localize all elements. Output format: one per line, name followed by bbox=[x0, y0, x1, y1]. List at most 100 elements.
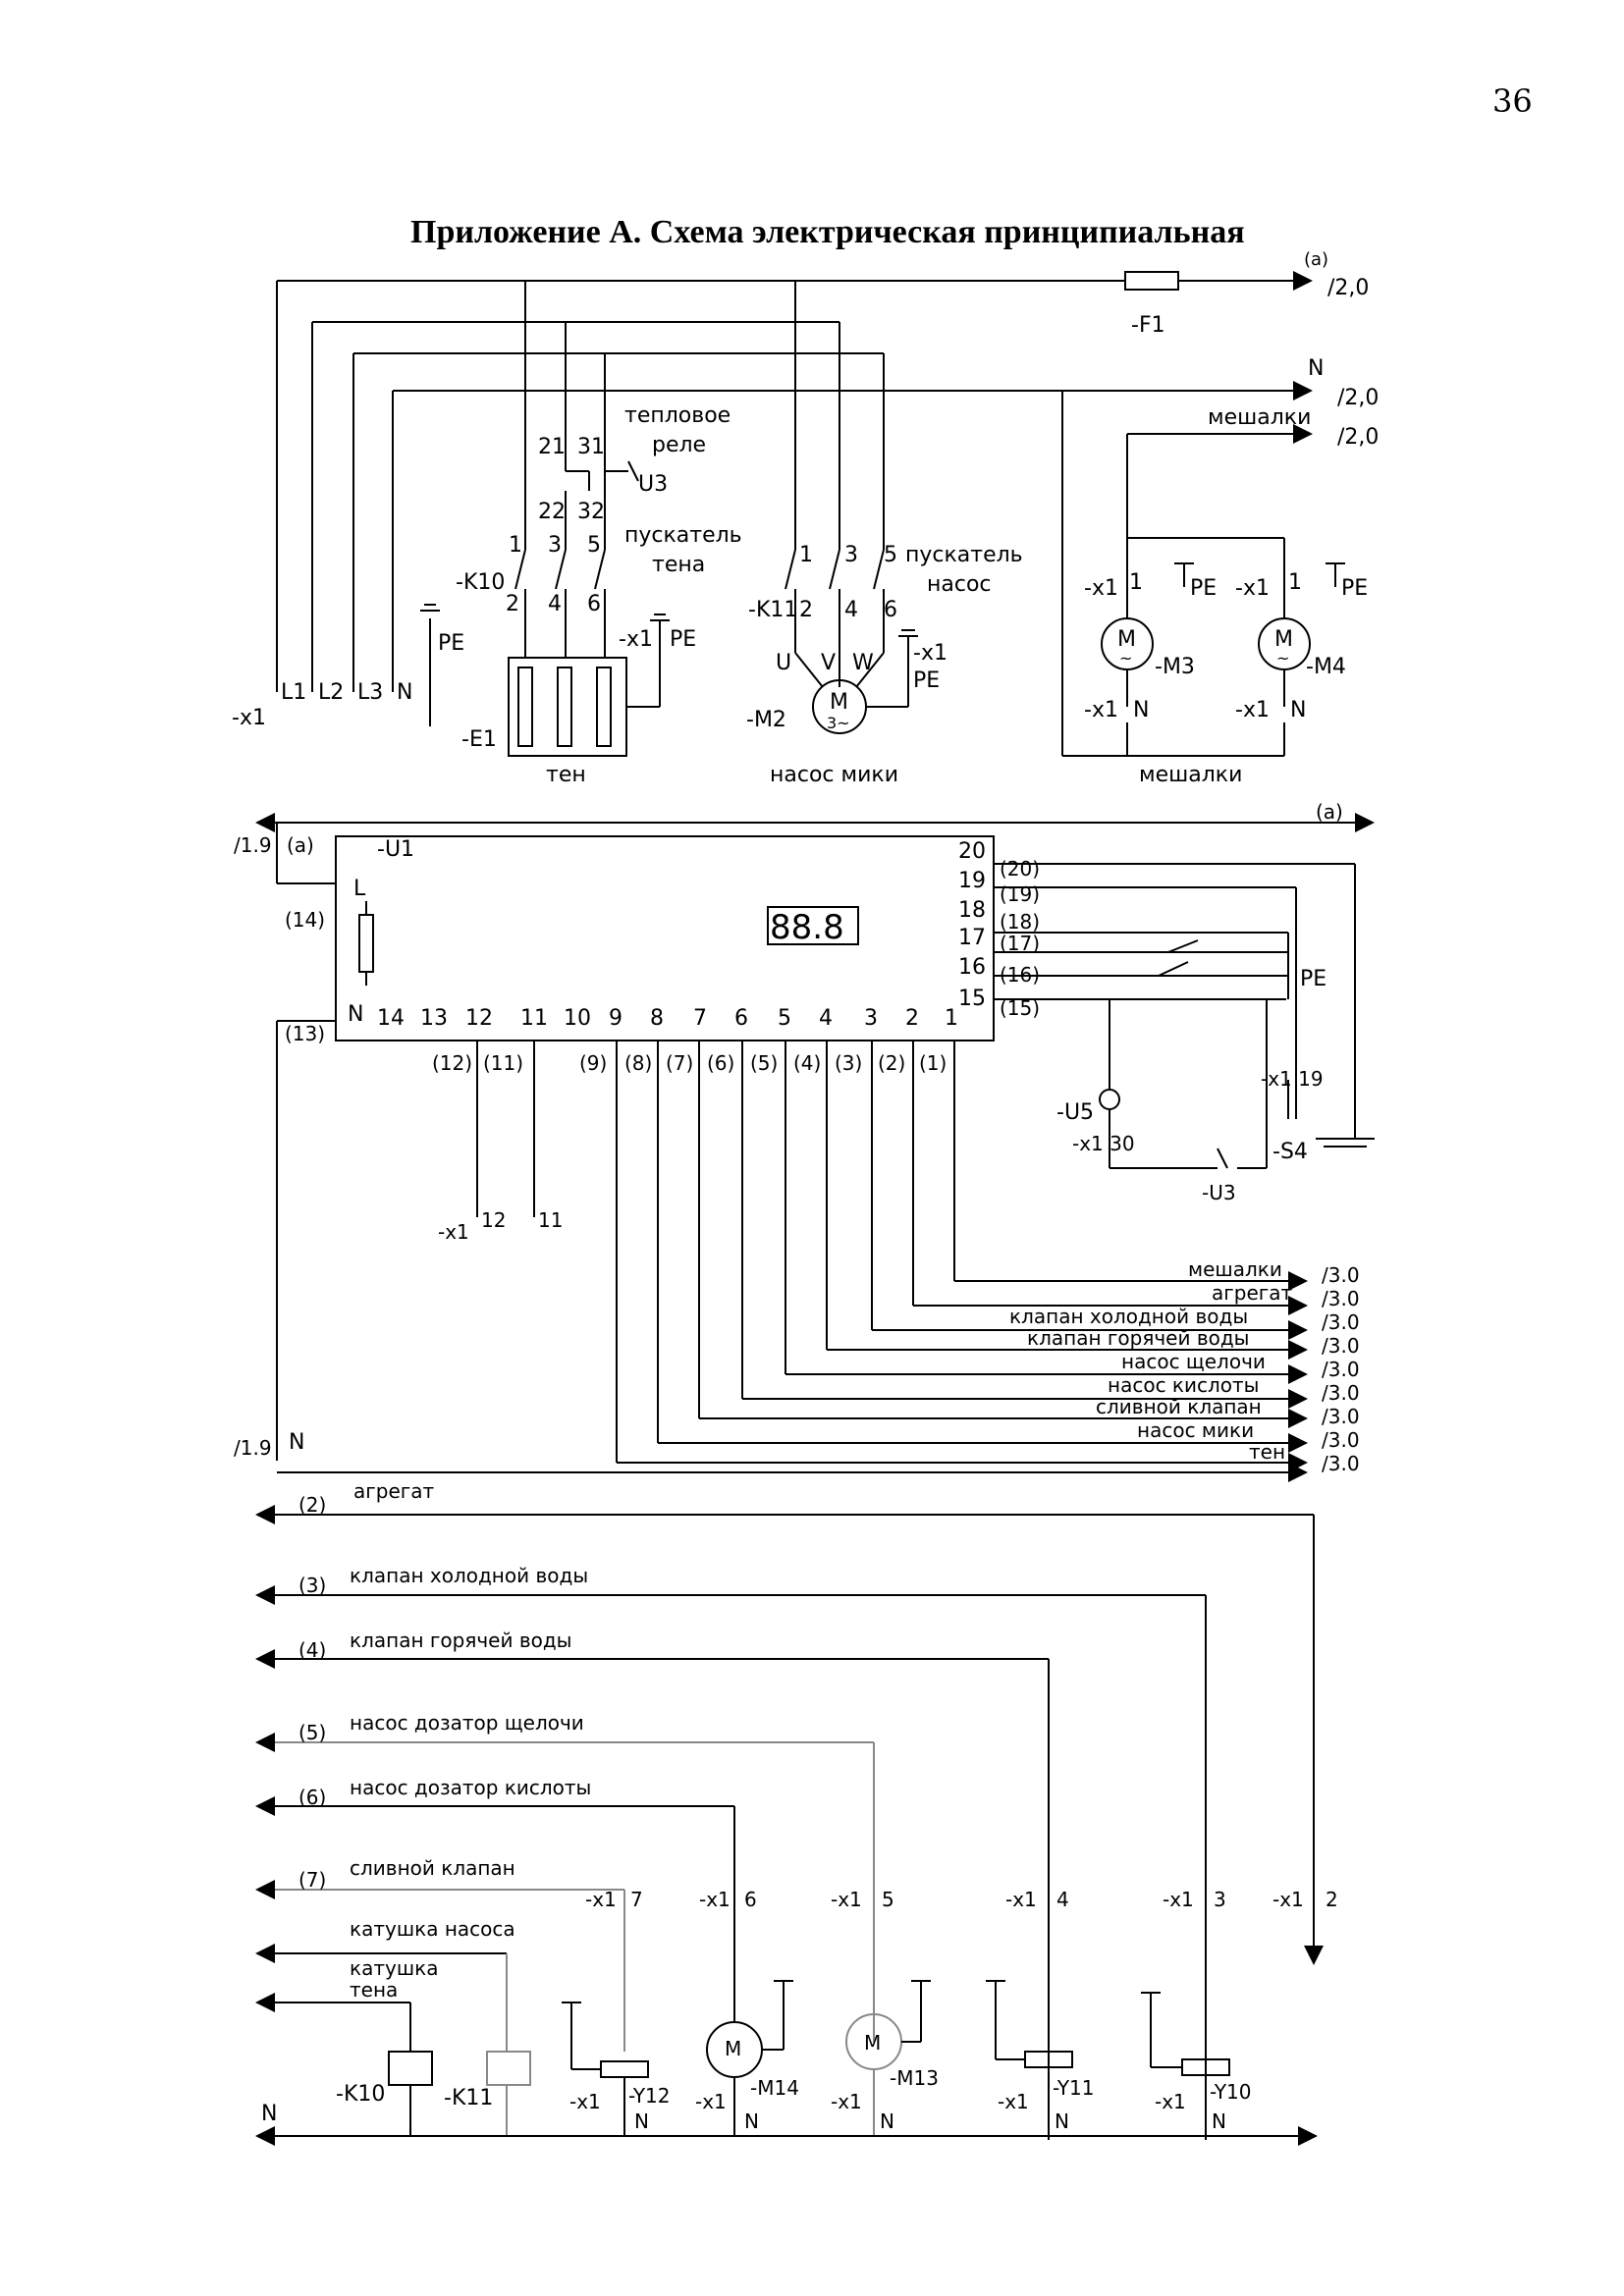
ref-19-top: /1.9 bbox=[234, 833, 272, 857]
k11-c1: 1 bbox=[799, 543, 813, 567]
coil-pump-label: катушка насоса bbox=[350, 1917, 515, 1941]
t4: 4 bbox=[1056, 1888, 1069, 1911]
k10-c4: 4 bbox=[548, 592, 562, 616]
ref-20-a: /2,0 bbox=[1327, 276, 1369, 300]
x1-12: -x1 bbox=[438, 1220, 469, 1244]
ref-30-9: /3.0 bbox=[1322, 1452, 1360, 1475]
m3-label: -M3 bbox=[1155, 655, 1195, 679]
y12-label: -Y12 bbox=[628, 2084, 671, 2108]
wire-17: (17) bbox=[1000, 932, 1040, 955]
ref-a-top: (a) bbox=[1304, 249, 1328, 270]
wire-6: (6) bbox=[707, 1051, 734, 1075]
n-y12: N bbox=[634, 2109, 649, 2133]
ref-30-1: /3.0 bbox=[1322, 1263, 1360, 1287]
s4-label: -S4 bbox=[1272, 1140, 1308, 1164]
u5-label: -U5 bbox=[1056, 1100, 1094, 1125]
ref-30-7: /3.0 bbox=[1322, 1405, 1360, 1428]
t2: 2 bbox=[1326, 1888, 1338, 1911]
k11-c6: 6 bbox=[884, 598, 897, 622]
motor-m3-m: M bbox=[1117, 627, 1136, 652]
ref-a-left: (a) bbox=[287, 833, 314, 857]
wire-14: (14) bbox=[285, 908, 325, 932]
u3-label: U3 bbox=[638, 472, 668, 497]
x1-pump: -x1 bbox=[913, 641, 947, 666]
y11-label: -Y11 bbox=[1053, 2076, 1095, 2100]
pe-pump: PE bbox=[913, 668, 940, 693]
k10-bottom: -K10 bbox=[336, 2082, 385, 2107]
one-m4: 1 bbox=[1288, 570, 1302, 595]
n-m14: N bbox=[744, 2109, 759, 2133]
ref-a-right: (a) bbox=[1316, 800, 1343, 824]
mixers-label: мешалки bbox=[1139, 763, 1242, 787]
x1-3: -x1 bbox=[1163, 1888, 1194, 1911]
ref-30-5: /3.0 bbox=[1322, 1358, 1360, 1381]
wire-11: (11) bbox=[483, 1051, 523, 1075]
u1-n: N bbox=[348, 1002, 363, 1027]
term-4: 4 bbox=[819, 1006, 833, 1031]
term-11: 11 bbox=[520, 1006, 548, 1031]
x1-m14: -x1 bbox=[695, 2090, 727, 2113]
wire-20: (20) bbox=[1000, 857, 1040, 881]
wire-8: (8) bbox=[624, 1051, 652, 1075]
term-8: 8 bbox=[650, 1006, 664, 1031]
starter-pump-1: пускатель bbox=[905, 543, 1023, 567]
ref-19-bottom: /1.9 bbox=[234, 1436, 272, 1460]
x1-6: -x1 bbox=[699, 1888, 731, 1911]
x1-y12: -x1 bbox=[569, 2090, 601, 2113]
out-pump-miki: насос мики bbox=[1137, 1418, 1254, 1442]
term-6: 6 bbox=[734, 1006, 748, 1031]
n-bus-label: N bbox=[261, 2102, 277, 2126]
motor-m3-ac: ~ bbox=[1119, 649, 1132, 667]
phase-l3: L3 bbox=[357, 680, 383, 705]
k11-c3: 3 bbox=[844, 543, 858, 567]
n-m3: N bbox=[1133, 698, 1149, 722]
term-14: 14 bbox=[377, 1006, 405, 1031]
wire-5: (5) bbox=[750, 1051, 778, 1075]
line-7-num: (7) bbox=[298, 1868, 326, 1892]
line-6-num: (6) bbox=[298, 1786, 326, 1809]
load-section-text: (2) агрегат (3) клапан холодной воды (4)… bbox=[261, 1479, 1338, 2133]
out-aggregate: агрегат bbox=[1212, 1281, 1293, 1305]
one-m3: 1 bbox=[1129, 570, 1143, 595]
x1-y10: -x1 bbox=[1155, 2090, 1186, 2113]
m4-label: -M4 bbox=[1306, 655, 1346, 679]
pe-heater-2: PE bbox=[670, 627, 696, 652]
term-10: 10 bbox=[564, 1006, 591, 1031]
x1-m3: -x1 bbox=[1084, 576, 1118, 601]
k11-c5: 5 bbox=[884, 543, 897, 567]
line-5-label: насос дозатор щелочи bbox=[350, 1711, 584, 1735]
relay-21: 21 bbox=[538, 435, 566, 459]
u-label: U bbox=[776, 651, 791, 675]
wire-4: (4) bbox=[793, 1051, 821, 1075]
pump-miki-label: насос мики bbox=[770, 763, 898, 787]
ref-30-2: /3.0 bbox=[1322, 1287, 1360, 1310]
u3-ctrl-label: -U3 bbox=[1202, 1181, 1236, 1204]
out-drain-valve: сливной клапан bbox=[1096, 1395, 1262, 1418]
pe-heater: PE bbox=[438, 631, 464, 656]
k11-c4: 4 bbox=[844, 598, 858, 622]
x1-7: -x1 bbox=[585, 1888, 617, 1911]
pe-m4: PE bbox=[1341, 576, 1368, 601]
t6: 6 bbox=[744, 1888, 757, 1911]
t12: 12 bbox=[481, 1208, 506, 1232]
out-ten: тен bbox=[1249, 1440, 1285, 1464]
motor-m4-ac: ~ bbox=[1276, 649, 1289, 667]
pe-m3: PE bbox=[1190, 576, 1217, 601]
wire-16: (16) bbox=[1000, 963, 1040, 987]
x1-m4: -x1 bbox=[1235, 576, 1270, 601]
term-9: 9 bbox=[609, 1006, 623, 1031]
t5: 5 bbox=[882, 1888, 894, 1911]
x1-phases: -x1 bbox=[232, 706, 266, 730]
k10-c3: 3 bbox=[548, 533, 562, 558]
starter-ten-1: пускатель bbox=[624, 523, 742, 548]
wire-1: (1) bbox=[919, 1051, 947, 1075]
k10-label: -K10 bbox=[456, 570, 505, 595]
wire-3: (3) bbox=[835, 1051, 862, 1075]
n-y11: N bbox=[1055, 2109, 1069, 2133]
load-section bbox=[255, 1505, 1324, 2146]
t11: 11 bbox=[538, 1208, 563, 1232]
line-3-label: клапан холодной воды bbox=[350, 1564, 588, 1587]
ref-20-n: /2,0 bbox=[1337, 386, 1379, 410]
